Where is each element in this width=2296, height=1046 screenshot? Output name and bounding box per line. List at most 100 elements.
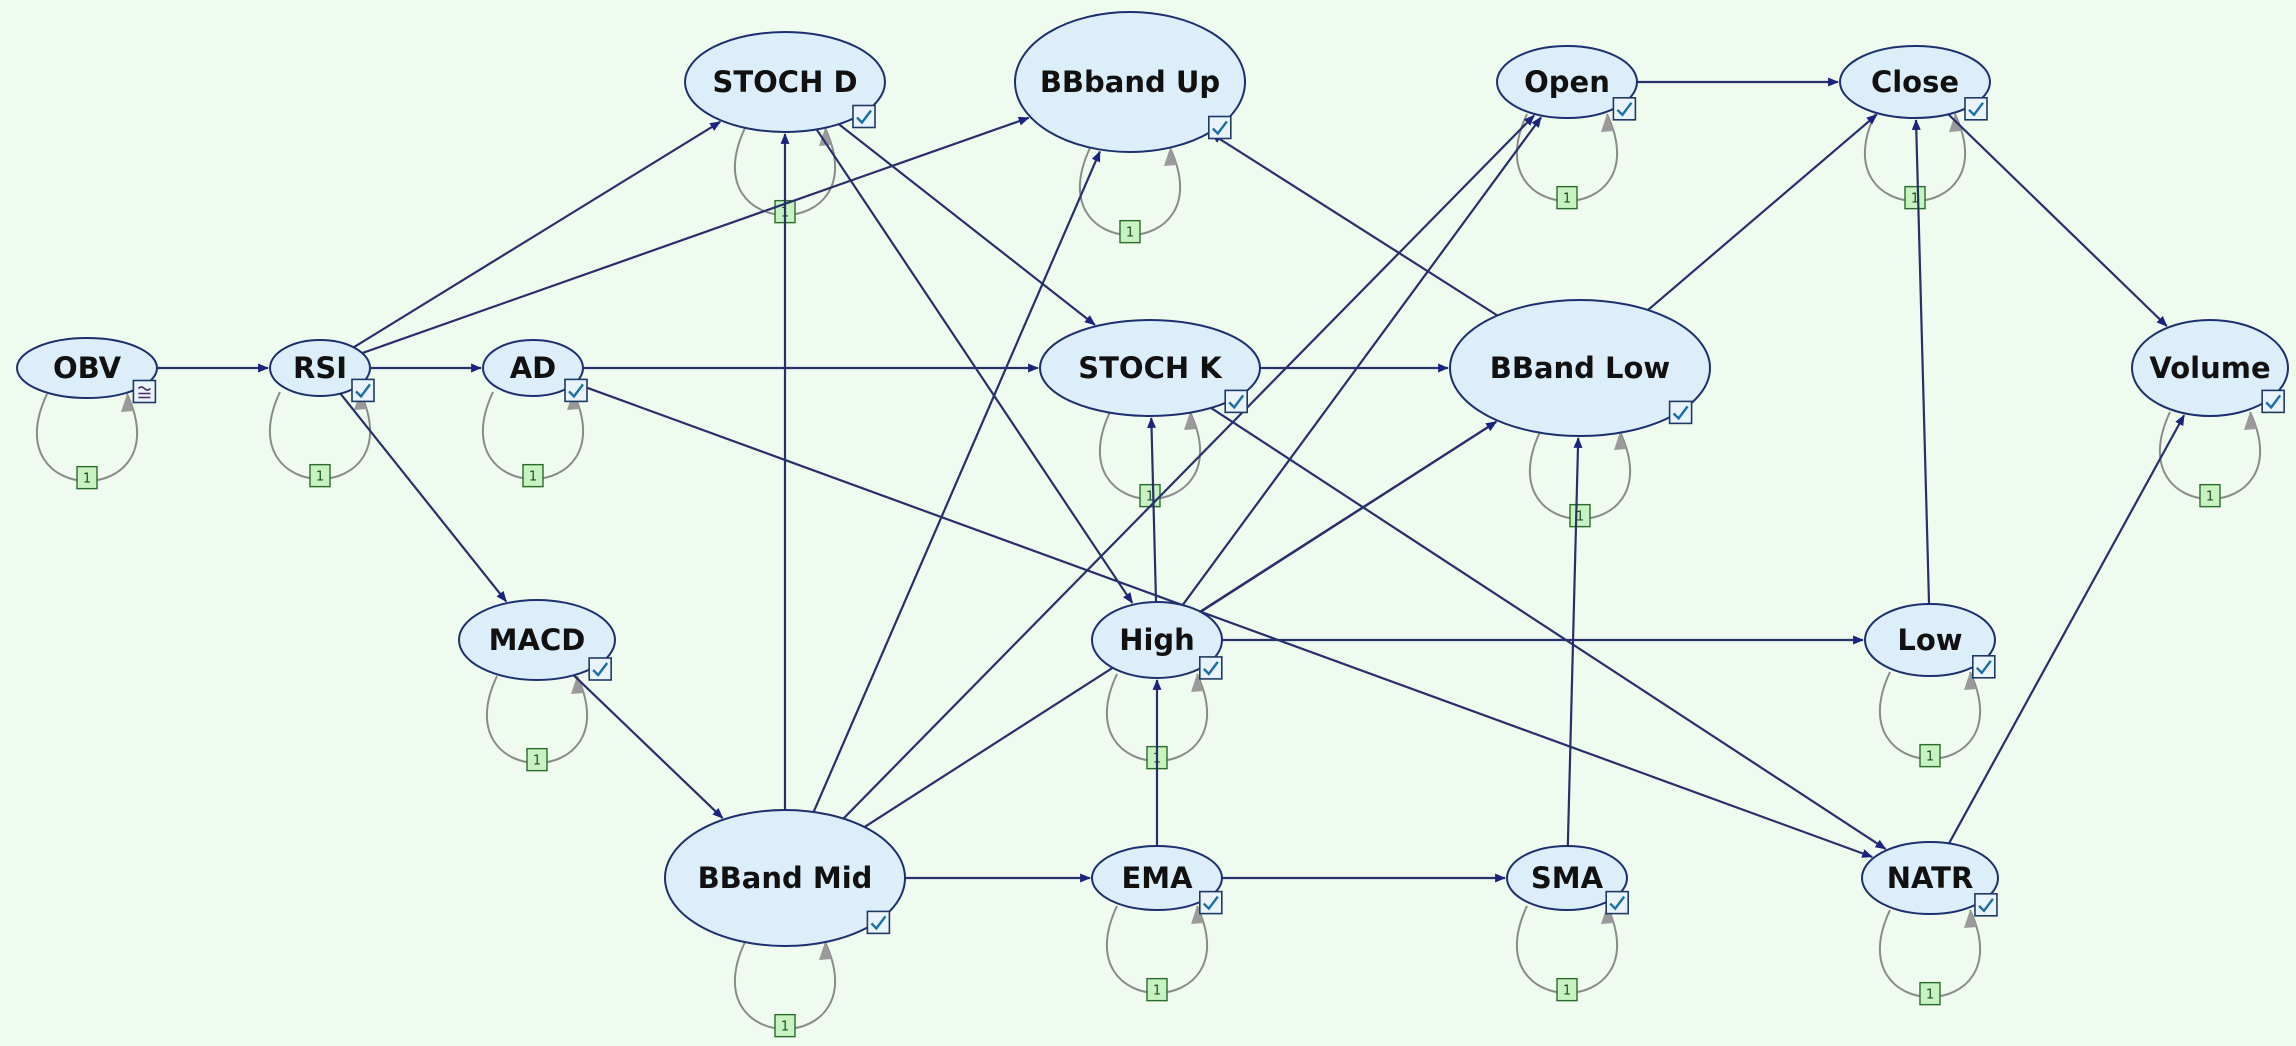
lag-badge-text: 1 bbox=[316, 470, 324, 485]
edge-bblow-to-close bbox=[1647, 113, 1878, 311]
nodes: OBV RSI AD MACD STOCH D BBband Up STOCH K BBand… bbox=[16, 11, 2289, 947]
self-loop-arrowhead bbox=[1949, 114, 1962, 132]
node-label: Volume bbox=[2149, 351, 2270, 385]
edge-stochd-to-high bbox=[815, 128, 1134, 604]
checkbox-icon[interactable] bbox=[2261, 389, 2285, 414]
self-loop-arrowhead bbox=[1164, 148, 1177, 166]
edge-natr-to-volume bbox=[1948, 414, 2186, 844]
checkbox-icon[interactable] bbox=[852, 104, 876, 129]
node-ellipse[interactable] bbox=[1039, 319, 1261, 417]
node-label: RSI bbox=[293, 351, 347, 385]
node-open[interactable]: Open bbox=[1496, 45, 1638, 121]
node-ellipse[interactable] bbox=[1091, 601, 1223, 679]
node-label: Low bbox=[1897, 623, 1962, 657]
checkbox-icon[interactable] bbox=[588, 657, 612, 681]
checkbox-icon[interactable] bbox=[866, 910, 891, 935]
node-ellipse[interactable] bbox=[1839, 45, 1991, 119]
node-bbmid[interactable]: BBand Mid bbox=[664, 809, 906, 947]
checkbox-icon[interactable] bbox=[1972, 654, 1996, 679]
node-label: STOCH D bbox=[712, 65, 857, 99]
lag-badge-text: 1 bbox=[529, 470, 537, 485]
node-ema[interactable]: EMA bbox=[1091, 845, 1223, 915]
node-label: STOCH K bbox=[1078, 351, 1223, 385]
checkbox-icon[interactable] bbox=[1224, 389, 1248, 414]
checkbox-icon[interactable] bbox=[1208, 115, 1232, 140]
lag-badge-text: 1 bbox=[533, 754, 541, 769]
edge-bblow-to-bbup bbox=[1210, 132, 1498, 317]
node-ellipse[interactable] bbox=[482, 339, 584, 397]
node-ellipse[interactable] bbox=[1449, 299, 1711, 437]
edge-stochk-to-natr bbox=[1210, 407, 1887, 850]
node-ellipse[interactable] bbox=[1091, 845, 1223, 911]
self-loop-arrowhead bbox=[121, 394, 134, 412]
node-label: EMA bbox=[1121, 861, 1193, 895]
node-stochk[interactable]: STOCH K bbox=[1039, 319, 1261, 417]
lag-badge bbox=[1556, 977, 1578, 1002]
node-label: BBband Up bbox=[1040, 65, 1220, 99]
node-low[interactable]: Low bbox=[1864, 603, 1996, 679]
node-stochd[interactable]: STOCH D bbox=[684, 31, 886, 133]
node-label: SMA bbox=[1531, 861, 1604, 895]
check-mark-icon bbox=[2265, 394, 2282, 410]
checkbox-icon[interactable] bbox=[1605, 890, 1629, 915]
checkbox-icon[interactable] bbox=[564, 378, 588, 403]
checkbox-icon[interactable] bbox=[1612, 97, 1637, 121]
node-ellipse[interactable] bbox=[458, 599, 616, 681]
node-bbup[interactable]: BBband Up bbox=[1014, 11, 1246, 153]
node-label: MACD bbox=[489, 623, 586, 657]
lag-badge bbox=[2199, 483, 2221, 508]
node-ellipse[interactable] bbox=[1861, 841, 1999, 915]
checkbox-icon[interactable] bbox=[1668, 400, 1693, 425]
self-loop-arrowhead bbox=[819, 942, 832, 960]
node-ellipse[interactable] bbox=[664, 809, 906, 947]
self-loop-arrowhead bbox=[819, 128, 832, 146]
node-ellipse[interactable] bbox=[1864, 603, 1996, 677]
approx-equal-icon[interactable] bbox=[132, 379, 157, 404]
lag-badge-text: 1 bbox=[1926, 988, 1934, 1003]
checkbox-icon[interactable] bbox=[1964, 97, 1988, 121]
lag-badge bbox=[774, 1013, 796, 1038]
checkbox-icon[interactable] bbox=[1199, 890, 1223, 915]
self-loop-arrowhead bbox=[571, 676, 584, 694]
self-loop-arrowhead bbox=[1964, 672, 1977, 690]
self-loop-arrowhead bbox=[1614, 432, 1627, 450]
checkbox-icon[interactable] bbox=[351, 378, 375, 403]
node-obv[interactable]: OBV bbox=[16, 337, 158, 404]
edge-low-to-close bbox=[1911, 119, 1931, 605]
lag-badge-text: 1 bbox=[1146, 490, 1154, 505]
checkbox-icon[interactable] bbox=[1199, 656, 1223, 680]
node-ellipse[interactable] bbox=[1014, 11, 1246, 153]
self-loop-arrowhead bbox=[1184, 412, 1197, 430]
node-high[interactable]: High bbox=[1091, 601, 1223, 680]
node-ellipse[interactable] bbox=[16, 337, 158, 399]
node-ellipse[interactable] bbox=[1496, 45, 1638, 119]
check-mark-icon bbox=[856, 109, 872, 125]
self-loop-arrowhead bbox=[1191, 906, 1204, 924]
node-natr[interactable]: NATR bbox=[1861, 841, 1999, 917]
node-close[interactable]: Close bbox=[1839, 45, 1991, 121]
checkbox-icon[interactable] bbox=[1974, 892, 1998, 917]
node-sma[interactable]: SMA bbox=[1506, 845, 1629, 915]
check-mark-icon bbox=[592, 662, 609, 677]
lag-badge-text: 1 bbox=[1926, 750, 1934, 765]
node-ellipse[interactable] bbox=[2131, 319, 2289, 417]
node-ad[interactable]: AD bbox=[482, 339, 588, 403]
edge-close-to-volume bbox=[1947, 113, 2168, 327]
lag-badge-text: 1 bbox=[1911, 192, 1919, 207]
node-bblow[interactable]: BBand Low bbox=[1449, 299, 1711, 437]
node-ellipse[interactable] bbox=[1506, 845, 1628, 911]
lag-badge bbox=[526, 747, 548, 772]
node-rsi[interactable]: RSI bbox=[269, 339, 375, 403]
lag-badge bbox=[76, 465, 98, 490]
lag-badge bbox=[1556, 185, 1578, 210]
lag-badge-text: 1 bbox=[1153, 984, 1161, 999]
node-macd[interactable]: MACD bbox=[458, 599, 616, 681]
node-ellipse[interactable] bbox=[684, 31, 886, 133]
lag-badge bbox=[1919, 981, 1941, 1006]
check-mark-icon bbox=[568, 383, 584, 399]
node-ellipse[interactable] bbox=[269, 339, 371, 397]
self-loop-arrowhead bbox=[2244, 412, 2257, 430]
node-label: Open bbox=[1524, 65, 1610, 99]
node-volume[interactable]: Volume bbox=[2131, 319, 2289, 417]
